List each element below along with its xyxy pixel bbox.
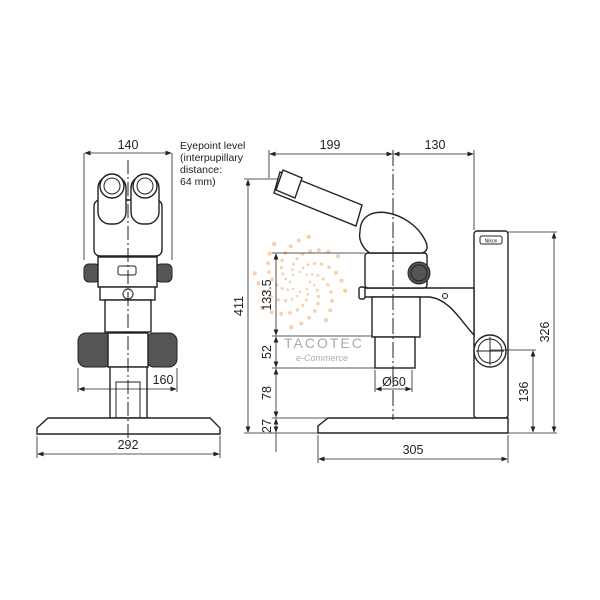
watermark-dot [308, 249, 312, 253]
watermark-dot [295, 294, 299, 298]
dim-base-width-front: 292 [118, 438, 139, 452]
watermark-dot [291, 287, 295, 291]
dim-head-height: 133.5 [260, 279, 274, 310]
watermark-dot [310, 272, 314, 276]
watermark-dot [335, 254, 341, 259]
watermark-dot [328, 308, 333, 313]
watermark-dot [289, 325, 294, 330]
watermark-dot [306, 234, 311, 239]
watermark-dot [321, 277, 325, 281]
watermark-dot [327, 265, 331, 270]
watermark-dot [256, 281, 261, 286]
watermark-dot [290, 297, 294, 301]
watermark-dot [299, 321, 304, 326]
watermark-dot [298, 290, 302, 294]
watermark-dot [292, 262, 296, 266]
watermark-dot [280, 258, 284, 263]
watermark-dot [315, 288, 319, 292]
watermark-dot [288, 244, 293, 249]
dim-width-front: 140 [118, 138, 139, 152]
watermark-dot [290, 268, 294, 272]
side-view-microscope: Nikon [273, 150, 509, 434]
dim-column-offset: 130 [425, 138, 446, 152]
watermark-dot [266, 261, 271, 266]
dim-total-height: 411 [232, 296, 246, 316]
watermark-dot [298, 270, 302, 274]
watermark-dot [279, 311, 284, 316]
dim-eyepoint-offset: 199 [320, 138, 341, 152]
dim-focus-knob-width: 160 [153, 373, 174, 387]
watermark-dot [306, 292, 310, 296]
watermark-dot [301, 266, 305, 270]
watermark-dot [281, 272, 285, 276]
dim-base-depth: 305 [403, 443, 424, 457]
watermark-dot [288, 311, 292, 315]
watermark-dot [295, 308, 300, 312]
watermark-dot [286, 288, 290, 292]
watermark-dot [269, 310, 274, 315]
front-view-microscope [36, 160, 221, 440]
watermark-dot [329, 290, 333, 294]
dim-base-height: 27 [260, 419, 274, 433]
watermark-dot [323, 317, 328, 323]
watermark-dot [329, 298, 334, 303]
dim-working-distance: 78 [260, 386, 274, 400]
watermark-dot [343, 288, 348, 293]
watermark-dot [308, 280, 312, 284]
watermark-dot [312, 261, 316, 265]
brand-plate: Nikon [485, 239, 498, 245]
watermark-logo [252, 234, 348, 330]
watermark-dot [316, 301, 320, 306]
watermark-dot [284, 277, 288, 281]
watermark-dot [262, 289, 267, 294]
watermark-dot [316, 274, 320, 278]
watermark-dot [306, 263, 310, 267]
watermark-dot [288, 280, 292, 284]
watermark-dot [269, 294, 273, 299]
dim-objective-diameter: Ø60 [382, 375, 406, 389]
watermark-subtext: e-Commerce [296, 353, 348, 363]
watermark-dot [307, 315, 312, 320]
watermark-text: TACOTEC [284, 335, 364, 351]
note-line: Eyepoint level [180, 140, 245, 152]
watermark-dot [276, 298, 281, 302]
watermark-dot [259, 305, 265, 310]
watermark-dot [252, 271, 257, 276]
watermark-dot [316, 248, 321, 253]
watermark-dot [304, 298, 308, 302]
watermark-dot [296, 238, 301, 243]
watermark-dot [280, 286, 284, 290]
watermark-dot [270, 277, 274, 282]
watermark-dot [275, 283, 279, 287]
watermark-dot [312, 309, 317, 313]
eyepoint-note: Eyepoint level (interpupillary distance:… [180, 140, 245, 188]
watermark-dot [326, 282, 330, 287]
dim-knob-height: 136 [517, 382, 531, 403]
watermark-dot [291, 273, 295, 277]
dim-objective-height: 52 [260, 345, 274, 359]
watermark-dot [317, 294, 321, 298]
watermark-dot [284, 299, 288, 303]
watermark-dot [305, 273, 309, 277]
watermark-dot [267, 251, 272, 256]
watermark-dot [267, 270, 271, 274]
dim-column-height: 326 [538, 322, 552, 343]
watermark-dot [272, 241, 277, 247]
watermark-dot [312, 283, 316, 287]
note-line: (interpupillary [180, 152, 244, 164]
note-line: distance: [180, 164, 222, 176]
note-line: 64 mm) [180, 176, 216, 188]
watermark-dot [319, 262, 324, 266]
watermark-dot [339, 278, 344, 283]
watermark-dot [301, 303, 305, 307]
watermark-dot [305, 287, 309, 291]
watermark-dot [295, 257, 299, 261]
watermark-dot [333, 270, 338, 275]
watermark-dot [279, 266, 283, 270]
